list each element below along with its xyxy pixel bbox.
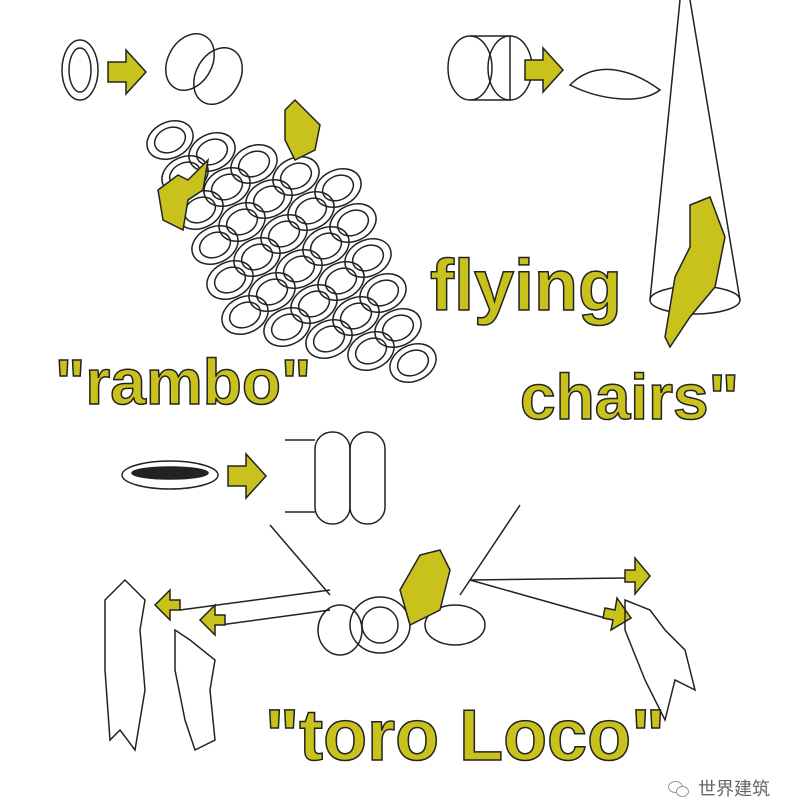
ring (237, 150, 271, 178)
ring (359, 273, 407, 313)
ring-diagram (61, 33, 243, 105)
bull-figure (624, 598, 697, 723)
ring (225, 208, 259, 236)
ring (210, 173, 244, 201)
ring (374, 308, 422, 348)
wechat-icon (668, 781, 690, 797)
ring (228, 301, 262, 329)
watermark: 世界建筑 (668, 780, 770, 798)
ring (347, 331, 395, 371)
rambo-label: "rambo" (54, 346, 312, 418)
arrow-icon (107, 48, 148, 96)
ring (354, 337, 388, 365)
ring (329, 203, 377, 243)
ring (206, 260, 254, 300)
ring (153, 126, 187, 154)
figure-icon (157, 157, 210, 232)
ring (282, 255, 316, 283)
ring (198, 231, 232, 259)
ring (324, 267, 358, 295)
ring (267, 220, 301, 248)
ring (351, 244, 385, 272)
ring (290, 284, 338, 324)
ring (260, 214, 308, 254)
ring (332, 296, 380, 336)
figure-icon (284, 98, 321, 162)
arrow-icon (602, 596, 633, 632)
arrow-icon (153, 588, 181, 622)
ring (221, 295, 269, 335)
ring (146, 120, 194, 160)
ring (312, 325, 346, 353)
toro-loco-label: "toro Loco" (264, 696, 666, 776)
ring (366, 279, 400, 307)
ring (188, 132, 236, 172)
ring (294, 197, 328, 225)
ring (339, 302, 373, 330)
ring (279, 162, 313, 190)
ring (287, 191, 335, 231)
ring (195, 138, 229, 166)
ring (191, 225, 239, 265)
ring (297, 290, 331, 318)
ring (275, 249, 323, 289)
flying-label: flying (429, 246, 623, 326)
ring (381, 314, 415, 342)
chairs-label: chairs" (519, 361, 739, 433)
arrow-icon (624, 555, 651, 597)
arrow-icon (198, 603, 226, 637)
ring (309, 232, 343, 260)
arrow-icon (227, 452, 268, 500)
ring (396, 349, 430, 377)
ring (389, 343, 437, 383)
bull-figure (174, 628, 216, 752)
bull-figure (104, 578, 146, 752)
ring (263, 307, 311, 347)
ring (314, 168, 362, 208)
ring (302, 226, 350, 266)
ring (248, 272, 296, 312)
tire-split-diagram (121, 431, 386, 525)
ring (344, 238, 392, 278)
ring (218, 202, 266, 242)
ring-mesh (146, 120, 437, 383)
ring (321, 174, 355, 202)
ring (317, 261, 365, 301)
ring (270, 313, 304, 341)
watermark-text: 世界建筑 (698, 779, 770, 799)
ring (213, 266, 247, 294)
tire-diagram (447, 35, 662, 101)
ring (233, 237, 281, 277)
figure-icon (664, 196, 726, 349)
ring (255, 278, 289, 306)
ring (240, 243, 274, 271)
ring (230, 144, 278, 184)
ring (252, 185, 286, 213)
figure-icon (399, 549, 451, 627)
ring (305, 319, 353, 359)
ring (336, 209, 370, 237)
ring (245, 179, 293, 219)
arrow-icon (524, 46, 565, 94)
